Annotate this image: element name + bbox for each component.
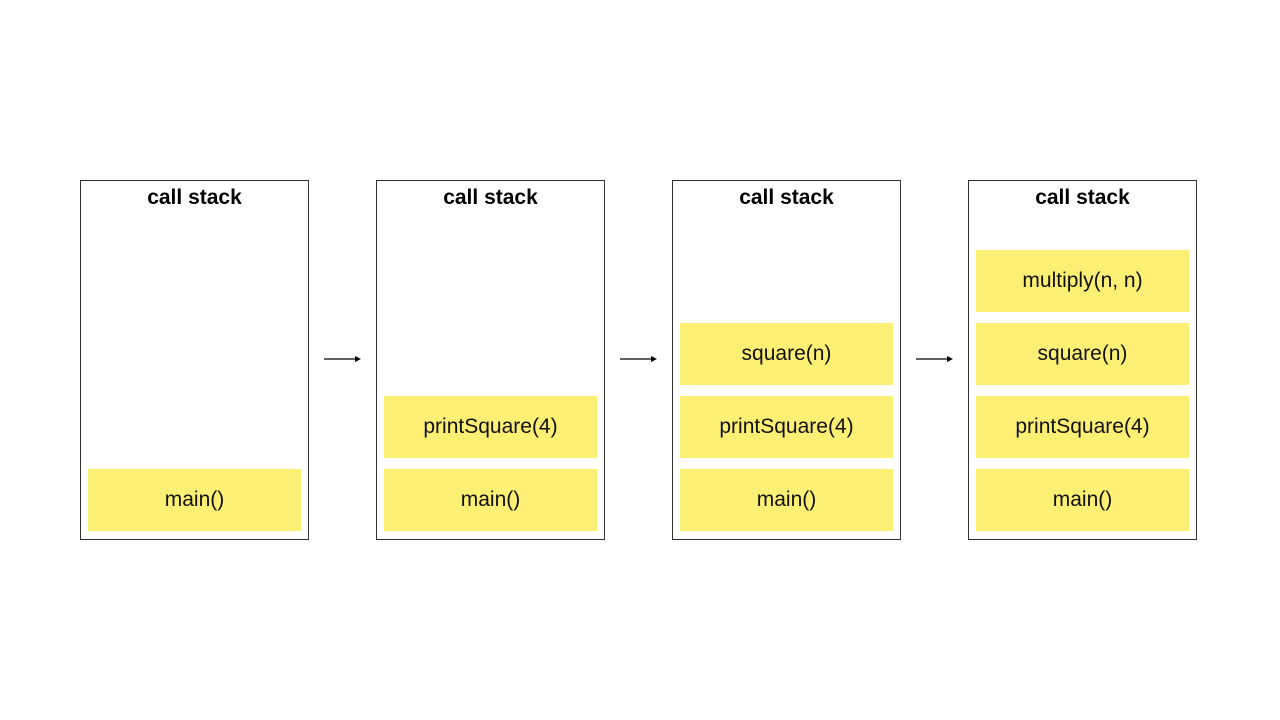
stack-frame-printsquare: printSquare(4) <box>976 396 1189 458</box>
call-stack-title: call stack <box>739 186 834 209</box>
call-stack-panel-3: call stack square(n) printSquare(4) main… <box>672 180 901 540</box>
stack-frame-square: square(n) <box>976 323 1189 385</box>
right-arrow-icon <box>324 356 361 362</box>
stack-frame-square: square(n) <box>680 323 893 385</box>
stack-frame-multiply: multiply(n, n) <box>976 250 1189 312</box>
stack-frame-main: main() <box>384 469 597 531</box>
right-arrow-icon <box>620 356 657 362</box>
call-stack-panel-4: call stack multiply(n, n) square(n) prin… <box>968 180 1197 540</box>
stack-frame-main: main() <box>976 469 1189 531</box>
stack-frame-printsquare: printSquare(4) <box>384 396 597 458</box>
call-stack-title: call stack <box>1035 186 1130 209</box>
stack-frame-main: main() <box>680 469 893 531</box>
call-stack-title: call stack <box>443 186 538 209</box>
stack-frame-printsquare: printSquare(4) <box>680 396 893 458</box>
call-stack-panel-1: call stack main() <box>80 180 309 540</box>
call-stack-title: call stack <box>147 186 242 209</box>
stack-frame-main: main() <box>88 469 301 531</box>
right-arrow-icon <box>916 356 953 362</box>
call-stack-panel-2: call stack printSquare(4) main() <box>376 180 605 540</box>
